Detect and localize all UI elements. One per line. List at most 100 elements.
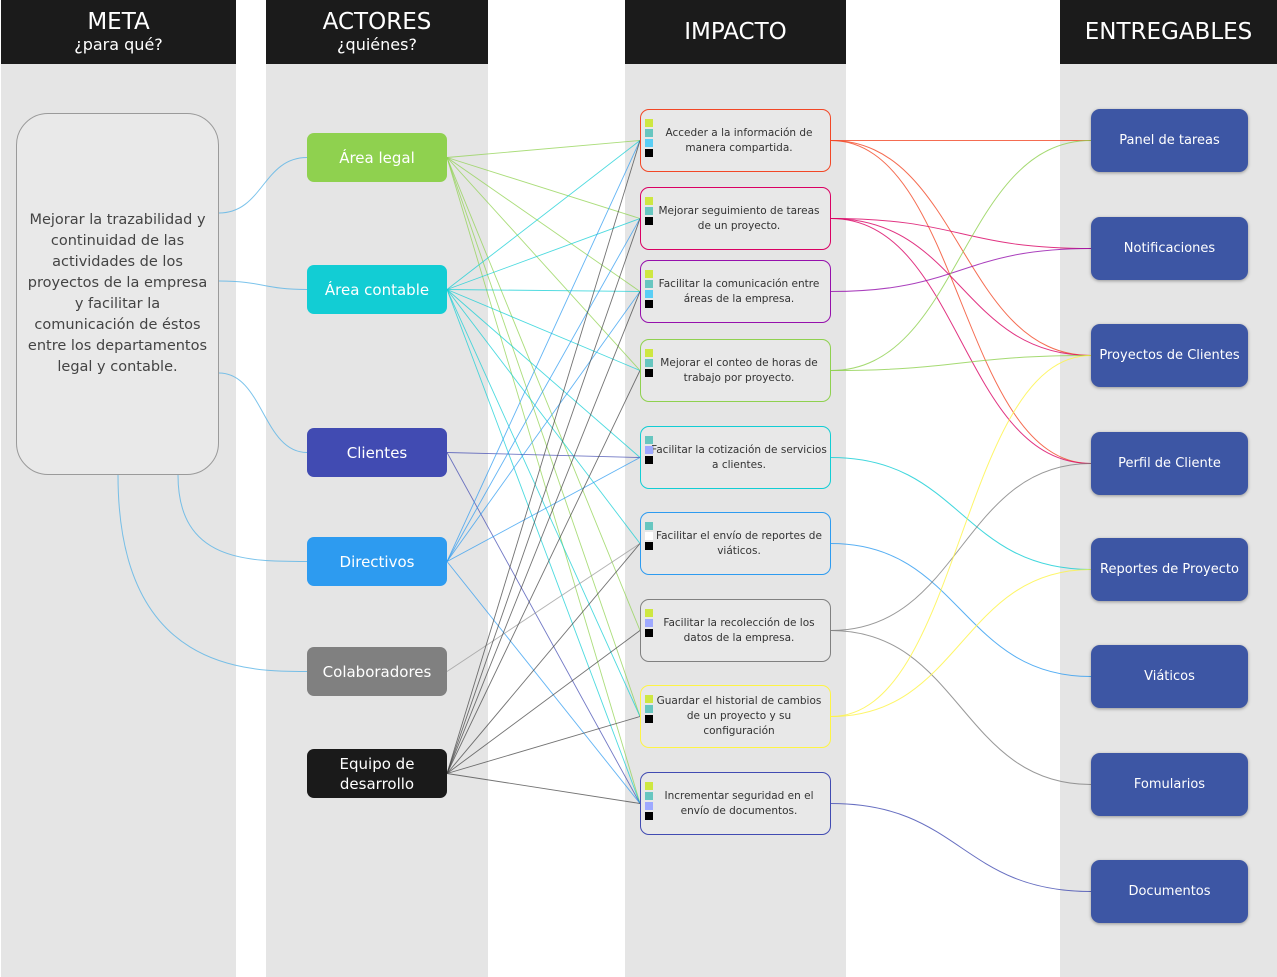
- actor-label: Equipo de desarrollo: [339, 754, 415, 793]
- impacto-title: IMPACTO: [684, 19, 787, 45]
- tag-marker: [645, 629, 653, 637]
- impact-text: Guardar el historial de cambios de un pr…: [656, 695, 822, 737]
- deliverable-reportes-de-proyecto[interactable]: Reportes de Proyecto: [1091, 538, 1248, 601]
- tag-marker: [645, 802, 653, 810]
- tag-marker: [645, 119, 653, 127]
- deliverable-formularios[interactable]: Fomularios: [1091, 753, 1248, 816]
- impact-item[interactable]: Mejorar el conteo de horas de trabajo po…: [640, 339, 831, 402]
- tag-marker: [645, 522, 653, 530]
- tag-marker: [645, 619, 653, 627]
- impact-deliverable-connector: [830, 457, 1092, 570]
- impact-item[interactable]: Facilitar el envío de reportes de viátic…: [640, 512, 831, 575]
- tag-marker: [645, 369, 653, 377]
- impact-deliverable-connector: [830, 218, 1092, 249]
- deliverable-label: Reportes de Proyecto: [1100, 562, 1239, 577]
- tag-marker: [645, 270, 653, 278]
- actor-colaboradores[interactable]: Colaboradores: [307, 647, 447, 696]
- impact-text: Facilitar la recolección de los datos de…: [663, 616, 815, 644]
- impact-text: Mejorar seguimiento de tareas de un proy…: [658, 204, 820, 232]
- tag-markers: [645, 609, 653, 637]
- actor-label: Colaboradores: [322, 662, 432, 681]
- tag-marker: [645, 542, 653, 550]
- actor-area-contable[interactable]: Área contable: [307, 265, 447, 314]
- impact-item[interactable]: Acceder a la información de manera compa…: [640, 109, 831, 172]
- impact-item[interactable]: Facilitar la cotización de servicios a c…: [640, 426, 831, 489]
- actores-subtitle: ¿quiénes?: [337, 35, 417, 54]
- deliverable-panel-de-tareas[interactable]: Panel de tareas: [1091, 109, 1248, 172]
- actores-title: ACTORES: [322, 9, 432, 35]
- tag-marker: [645, 782, 653, 790]
- meta-header: META ¿para qué?: [1, 0, 236, 64]
- tag-marker: [645, 695, 653, 703]
- tag-marker: [645, 792, 653, 800]
- actor-label: Área contable: [324, 280, 430, 299]
- impact-text: Incrementar seguridad en el envío de doc…: [664, 789, 814, 817]
- goal-text: Mejorar la trazabilidad y continuidad de…: [27, 212, 208, 375]
- impact-item[interactable]: Facilitar la comunicación entre áreas de…: [640, 260, 831, 323]
- actor-equipo-desarrollo[interactable]: Equipo de desarrollo: [307, 749, 447, 798]
- deliverable-label: Proyectos de Clientes: [1099, 348, 1240, 363]
- deliverable-label: Notificaciones: [1123, 241, 1216, 256]
- actor-clientes[interactable]: Clientes: [307, 428, 447, 477]
- actor-label: Área legal: [339, 148, 415, 167]
- impact-deliverable-connector: [830, 218, 1092, 464]
- impact-text: Facilitar el envío de reportes de viátic…: [656, 529, 822, 557]
- impact-text: Mejorar el conteo de horas de trabajo po…: [660, 356, 818, 384]
- impact-item[interactable]: Mejorar seguimiento de tareas de un proy…: [640, 187, 831, 250]
- actor-area-legal[interactable]: Área legal: [307, 133, 447, 182]
- tag-marker: [645, 217, 653, 225]
- tag-marker: [645, 149, 653, 157]
- tag-markers: [645, 197, 653, 225]
- actor-label: Directivos: [339, 552, 415, 571]
- impact-deliverable-connector: [830, 569, 1092, 717]
- deliverable-documentos[interactable]: Documentos: [1091, 860, 1248, 923]
- tag-marker: [645, 349, 653, 357]
- impact-deliverable-connector: [830, 140, 1092, 356]
- tag-marker: [645, 359, 653, 367]
- impact-deliverable-connector: [830, 140, 1092, 371]
- impact-item[interactable]: Incrementar seguridad en el envío de doc…: [640, 772, 831, 835]
- impact-deliverable-connector: [830, 248, 1092, 292]
- deliverable-label: Documentos: [1128, 884, 1211, 899]
- tag-markers: [645, 522, 653, 550]
- impact-deliverable-connector: [830, 463, 1092, 631]
- tag-marker: [645, 300, 653, 308]
- actores-header: ACTORES ¿quiénes?: [266, 0, 488, 64]
- deliverable-perfil-de-cliente[interactable]: Perfil de Cliente: [1091, 432, 1248, 495]
- tag-markers: [645, 349, 653, 377]
- tag-marker: [645, 812, 653, 820]
- tag-markers: [645, 119, 653, 157]
- impact-text: Facilitar la cotización de servicios a c…: [651, 443, 827, 471]
- tag-marker: [645, 436, 653, 444]
- impacto-header: IMPACTO: [625, 0, 846, 64]
- impact-deliverable-connector: [830, 140, 1092, 464]
- impact-item[interactable]: Guardar el historial de cambios de un pr…: [640, 685, 831, 748]
- impact-text: Acceder a la información de manera compa…: [665, 126, 813, 154]
- tag-marker: [645, 705, 653, 713]
- tag-marker: [645, 280, 653, 288]
- tag-marker: [645, 446, 653, 454]
- deliverable-label: Perfil de Cliente: [1118, 456, 1221, 471]
- impact-deliverable-connector: [830, 355, 1092, 717]
- impact-deliverable-connector: [830, 355, 1092, 371]
- deliverable-label: Viáticos: [1144, 669, 1195, 684]
- impact-deliverable-connector: [830, 630, 1092, 785]
- meta-title: META: [87, 9, 150, 35]
- tag-marker: [645, 532, 653, 540]
- deliverable-viaticos[interactable]: Viáticos: [1091, 645, 1248, 708]
- goal-box[interactable]: Mejorar la trazabilidad y continuidad de…: [16, 113, 219, 475]
- tag-marker: [645, 456, 653, 464]
- meta-subtitle: ¿para qué?: [74, 35, 163, 54]
- deliverable-notificaciones[interactable]: Notificaciones: [1091, 217, 1248, 280]
- tag-marker: [645, 609, 653, 617]
- impact-deliverable-connector: [830, 543, 1092, 677]
- deliverable-proyectos-de-clientes[interactable]: Proyectos de Clientes: [1091, 324, 1248, 387]
- tag-marker: [645, 290, 653, 298]
- actor-label: Clientes: [346, 443, 408, 462]
- entregables-title: ENTREGABLES: [1084, 19, 1253, 45]
- impact-item[interactable]: Facilitar la recolección de los datos de…: [640, 599, 831, 662]
- impact-deliverable-connector: [830, 218, 1092, 356]
- actor-directivos[interactable]: Directivos: [307, 537, 447, 586]
- tag-markers: [645, 436, 653, 464]
- entregables-header: ENTREGABLES: [1060, 0, 1277, 64]
